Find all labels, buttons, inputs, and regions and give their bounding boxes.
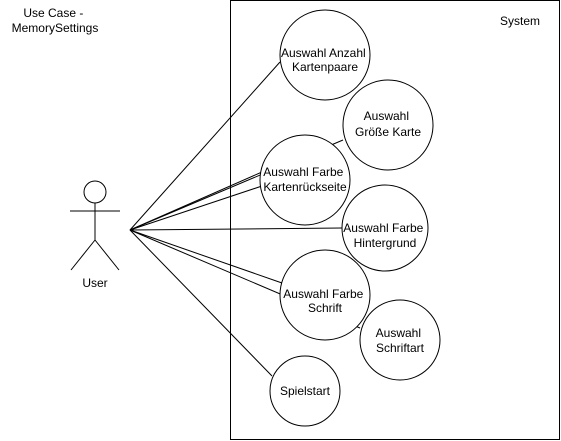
use-case-uc5-line-1: Auswahl Farbe <box>283 287 363 301</box>
use-case-uc2-label: Auswahl Größe Karte <box>355 109 421 139</box>
use-case-uc6-line-1: Auswahl <box>376 326 421 340</box>
use-case-uc1-label: Auswahl Anzahl Kartenpaare <box>281 46 369 74</box>
actor-label: User <box>82 276 107 290</box>
use-case-uc4-line-2: Hintergrund <box>354 236 417 250</box>
use-case-uc6-label: Auswahl Schriftart <box>376 326 425 355</box>
use-case-uc7-ellipse[interactable] <box>269 355 341 427</box>
use-case-uc4-label: Auswahl Farbe Hintergrund <box>343 221 426 250</box>
diagram-title: Use Case - MemorySettings <box>12 6 99 35</box>
use-case-uc7-line-1: Spielstart <box>280 384 331 398</box>
use-cases <box>259 9 441 427</box>
diagram-title-line-2: MemorySettings <box>12 21 99 35</box>
use-case-uc3-line-2: Kartenrückseite <box>263 180 347 194</box>
actor-left-leg <box>70 239 96 271</box>
association-uc5[interactable] <box>129 229 283 284</box>
use-case-uc6-ellipse[interactable] <box>359 299 441 381</box>
use-case-uc1-line-1: Auswahl Anzahl <box>281 46 366 60</box>
association-uc3b[interactable] <box>129 185 263 231</box>
use-case-labels: Auswahl Anzahl Kartenpaare Auswahl Größe… <box>263 46 426 398</box>
association-uc4[interactable] <box>129 227 343 231</box>
system-label: System <box>500 14 540 28</box>
use-case-uc6-line-2: Schriftart <box>376 341 425 355</box>
use-case-uc5-label: Auswahl Farbe Schrift <box>283 287 366 315</box>
use-case-uc1-line-2: Kartenpaare <box>292 60 358 74</box>
use-case-uc4-line-1: Auswahl Farbe <box>343 221 423 235</box>
actor-right-leg <box>94 239 120 271</box>
use-case-uc2-ellipse[interactable] <box>342 79 434 171</box>
use-case-uc7-label: Spielstart <box>280 384 331 398</box>
use-case-uc1-ellipse[interactable] <box>279 9 371 101</box>
use-case-uc2-line-2: Größe Karte <box>355 125 421 139</box>
use-case-uc5-ellipse[interactable] <box>279 249 371 341</box>
actor-head <box>83 180 107 204</box>
diagram-title-line-1: Use Case - <box>23 6 83 20</box>
association-uc7[interactable] <box>129 229 273 377</box>
association-uc1[interactable] <box>129 61 281 231</box>
use-case-uc5-line-2: Schrift <box>308 301 343 315</box>
use-case-uc2-line-1: Auswahl <box>364 109 409 123</box>
actor-user[interactable] <box>70 180 120 271</box>
use-case-uc3-label: Auswahl Farbe Kartenrückseite <box>263 165 347 194</box>
use-case-uc4-ellipse[interactable] <box>341 184 429 272</box>
association-uc3[interactable] <box>129 171 263 231</box>
use-case-uc3-line-1: Auswahl Farbe <box>263 165 343 179</box>
use-case-uc3-ellipse[interactable] <box>259 134 351 226</box>
